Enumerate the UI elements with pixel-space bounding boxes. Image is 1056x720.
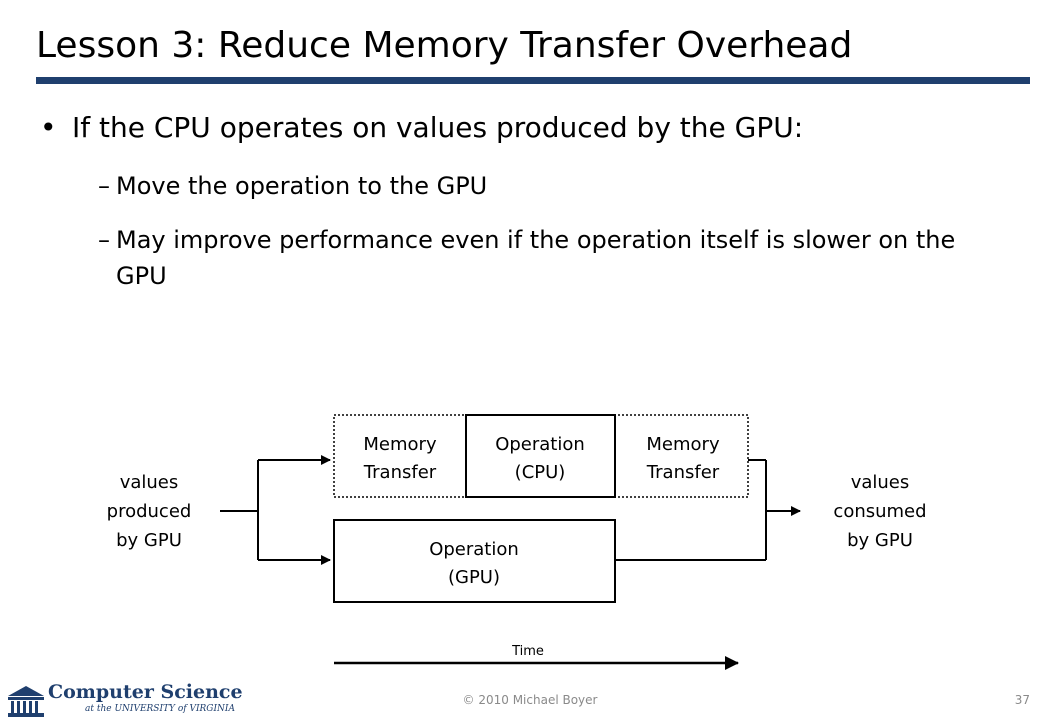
subbullet-text: Move the operation to the GPU	[116, 172, 488, 200]
page-number: 37	[1014, 693, 1030, 707]
output-label-line: by GPU	[847, 530, 913, 551]
operation-gpu-box: Operation (GPU)	[333, 519, 616, 603]
subbullet-text: May improve performance even if the oper…	[116, 226, 956, 290]
input-label: values produced by GPU	[107, 472, 192, 551]
logo-text: Computer Science	[48, 681, 243, 703]
time-axis: Time	[334, 644, 739, 670]
operation-cpu-box: Operation (CPU)	[465, 414, 616, 498]
input-label-line: produced	[107, 501, 192, 522]
memory-transfer-box: Memory Transfer	[646, 434, 720, 483]
logo-subtext: at the UNIVERSITY of VIRGINIA	[85, 704, 235, 714]
output-label-line: values	[851, 472, 910, 493]
operation-cpu-label: Operation	[495, 434, 585, 455]
dash-marker: –	[98, 226, 110, 254]
dash-marker: –	[98, 172, 110, 200]
output-label: values consumed by GPU	[833, 472, 926, 551]
operation-gpu-label: Operation	[429, 539, 519, 560]
output-label-line: consumed	[833, 501, 926, 522]
title-rule	[36, 77, 1030, 84]
merge-connector	[615, 459, 801, 561]
operation-cpu-label: (CPU)	[515, 462, 566, 483]
memory-transfer-label: Memory	[363, 434, 437, 455]
input-label-line: by GPU	[116, 530, 182, 551]
memory-transfer-label: Transfer	[646, 462, 720, 483]
memory-transfer-label: Transfer	[363, 462, 437, 483]
time-label: Time	[511, 644, 544, 659]
slide-title: Lesson 3: Reduce Memory Transfer Overhea…	[36, 25, 853, 66]
split-connector	[220, 455, 331, 565]
rotunda-logo-icon	[8, 686, 44, 717]
memory-transfer-box: Memory Transfer	[363, 434, 437, 483]
bullet-dot: •	[40, 111, 57, 144]
bullet-text: If the CPU operates on values produced b…	[72, 111, 804, 144]
memory-transfer-label: Memory	[646, 434, 720, 455]
operation-gpu-label: (GPU)	[448, 567, 500, 588]
input-label-line: values	[120, 472, 179, 493]
copyright-text: © 2010 Michael Boyer	[462, 693, 598, 707]
